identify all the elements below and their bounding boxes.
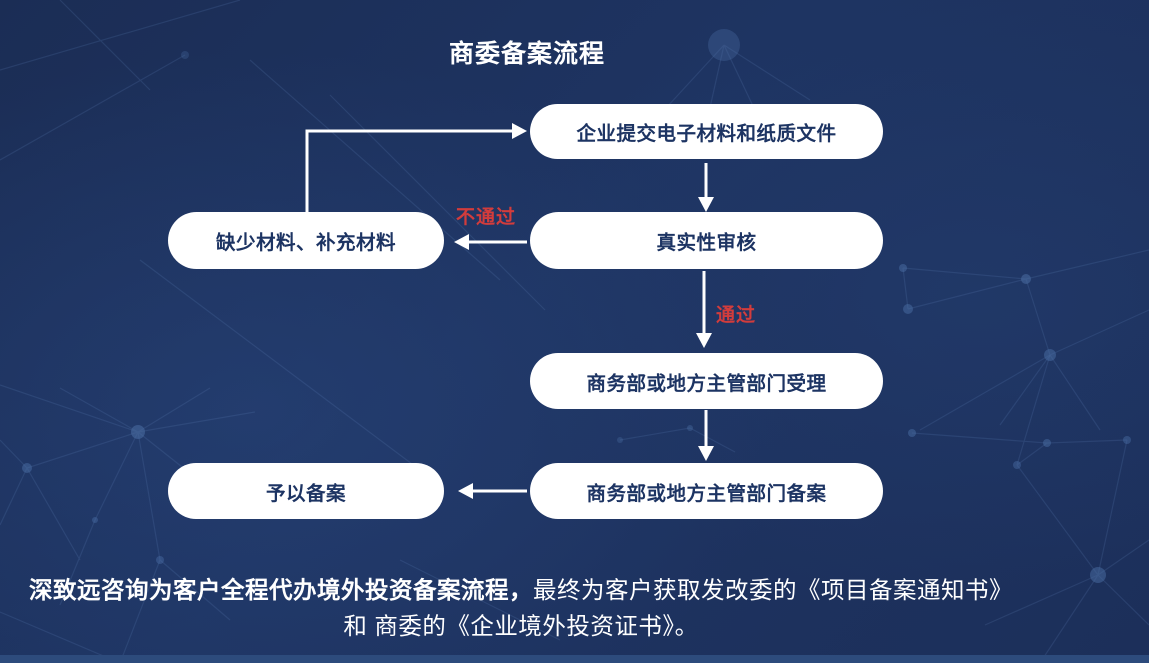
flow-node-supplement-materials: 缺少材料、补充材料 bbox=[168, 212, 444, 269]
edge-label-fail: 不通过 bbox=[456, 207, 517, 228]
flow-node-authenticity-review: 真实性审核 bbox=[530, 212, 883, 269]
footer-line1-regular: 最终为客户获取发改委的《项目备案通知书》 bbox=[533, 577, 1013, 603]
arrowhead-left-approved bbox=[458, 483, 473, 499]
flow-node-department-filing: 商务部或地方主管部门备案 bbox=[530, 463, 883, 519]
footer-description: 深致远咨询为客户全程代办境外投资备案流程，最终为客户获取发改委的《项目备案通知书… bbox=[0, 572, 1042, 644]
footer-line-2: 和 商委的《企业境外投资证书》。 bbox=[343, 613, 699, 639]
page-title: 商委备案流程 bbox=[448, 40, 606, 68]
arrowhead-down-pass bbox=[696, 333, 712, 348]
arrowhead-down-1 bbox=[698, 197, 714, 212]
bottom-edge-strip bbox=[0, 655, 1149, 663]
footer-line1-bold: 深致远咨询为客户全程代办境外投资备案流程， bbox=[29, 577, 533, 603]
flow-node-submit-materials: 企业提交电子材料和纸质文件 bbox=[530, 104, 883, 159]
footer-line-1: 深致远咨询为客户全程代办境外投资备案流程，最终为客户获取发改委的《项目备案通知书… bbox=[0, 572, 1042, 608]
arrowhead-left-fail bbox=[454, 234, 469, 250]
edge-label-pass: 通过 bbox=[716, 305, 757, 326]
arrowhead-right-loop bbox=[512, 123, 527, 139]
arrowhead-down-2 bbox=[698, 446, 714, 461]
flow-node-department-acceptance: 商务部或地方主管部门受理 bbox=[530, 353, 883, 409]
flow-node-filing-granted: 予以备案 bbox=[168, 463, 444, 519]
